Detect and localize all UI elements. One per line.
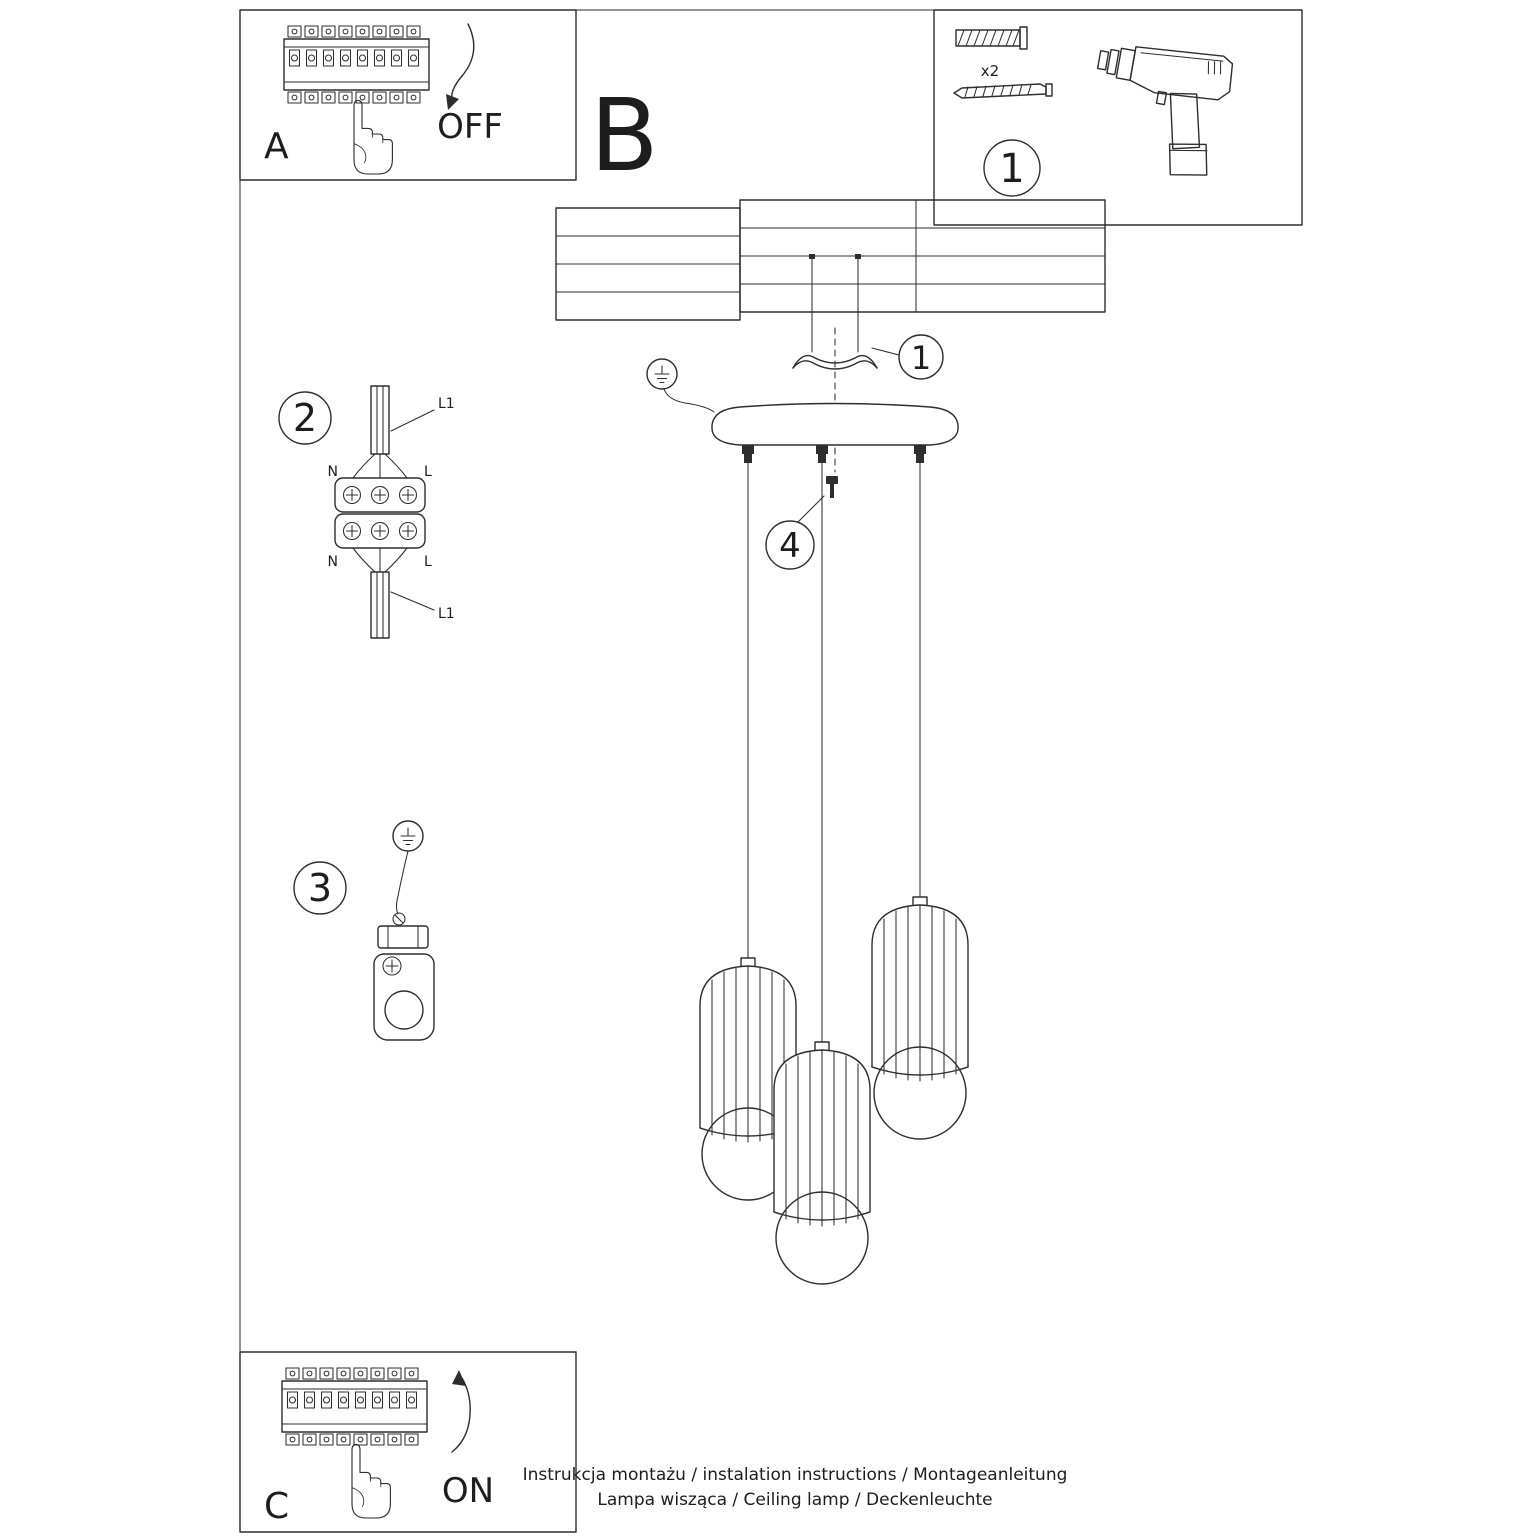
step-2-badge: 2 <box>278 391 332 445</box>
panel-tools: x2 1 <box>933 9 1303 226</box>
bracket-callout-badge: 1 <box>871 334 944 380</box>
panel-tools-frame <box>933 9 1303 226</box>
pointing-hand-icon-c <box>351 1443 391 1519</box>
l-bottom-label: L <box>424 554 432 570</box>
ceiling-canopy <box>711 402 959 446</box>
panel-c-label: C <box>264 1486 289 1527</box>
panel-c-frame <box>239 1351 577 1533</box>
bracket-callout-number: 1 <box>911 339 931 377</box>
n-bottom-label: N <box>328 554 338 570</box>
pendant-lamp-right <box>871 896 969 1140</box>
off-arrow-icon <box>446 23 475 110</box>
off-label: OFF <box>437 107 503 147</box>
step-4-badge: 4 <box>765 495 825 570</box>
panel-a-label: A <box>264 126 289 167</box>
wall-anchor-icon <box>955 26 1028 50</box>
step-2-number: 2 <box>293 396 317 440</box>
terminal-block-diagram: L1 N L N L L1 <box>328 385 455 639</box>
ceiling-planks <box>555 199 1106 321</box>
on-arrow-icon <box>451 1370 471 1453</box>
circuit-breaker-icon <box>284 26 429 103</box>
cable-glands <box>742 445 926 463</box>
l1-top-label: L1 <box>438 396 455 412</box>
panel-a-frame <box>239 9 577 181</box>
locking-screw <box>826 476 838 498</box>
anchor-quantity-label: x2 <box>981 62 999 80</box>
panel-c-switch-on: ON C <box>239 1351 577 1533</box>
pendant-lamp-middle <box>773 1041 871 1285</box>
step-4-number: 4 <box>779 526 801 566</box>
l1-bottom-label: L1 <box>438 606 455 622</box>
step-1-badge: 1 <box>983 139 1041 197</box>
on-label: ON <box>442 1471 494 1511</box>
panel-a-switch-off: OFF A <box>239 9 577 181</box>
ground-symbol-icon <box>646 358 678 390</box>
footer-line-2: Lampa wisząca / Ceiling lamp / Deckenleu… <box>597 1490 992 1510</box>
step-3-badge: 3 <box>293 861 347 915</box>
footer-line-1: Instrukcja montażu / instalation instruc… <box>523 1465 1068 1485</box>
drill-icon <box>1096 46 1234 176</box>
screw-icon <box>953 83 1053 99</box>
pointing-hand-icon <box>353 99 393 175</box>
step-3-number: 3 <box>308 866 332 910</box>
section-b-label: B <box>590 77 659 194</box>
step-1-number: 1 <box>999 146 1024 192</box>
suspension-cables <box>747 462 921 1043</box>
l-top-label: L <box>424 464 432 480</box>
ground-connection-diagram <box>373 820 435 1041</box>
mounting-screws <box>809 254 861 353</box>
circuit-breaker-icon-c <box>282 1368 427 1445</box>
ground-wire <box>663 388 715 413</box>
n-top-label: N <box>328 464 338 480</box>
